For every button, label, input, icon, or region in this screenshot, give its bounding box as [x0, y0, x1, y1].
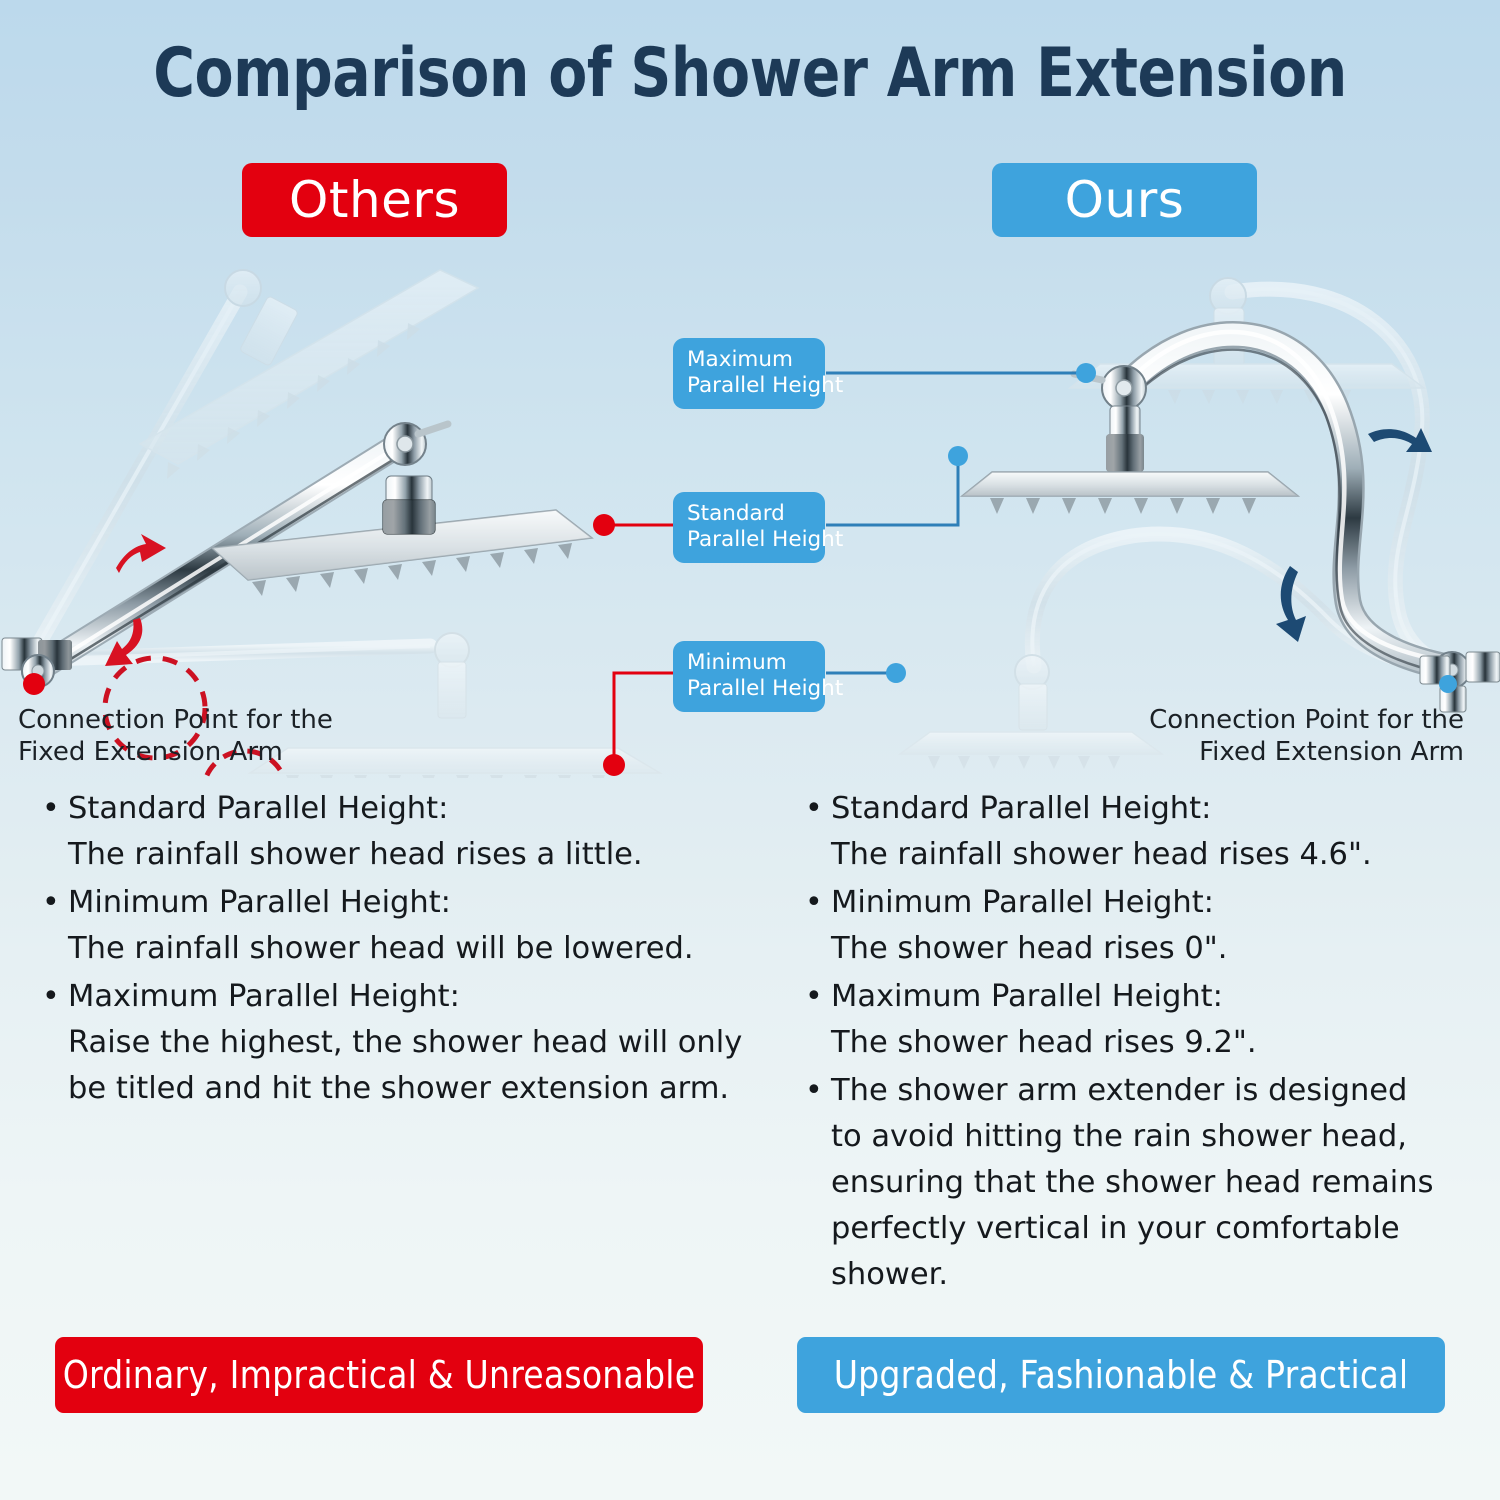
right-connection-nut	[1419, 651, 1500, 713]
leader-max-blue-dot	[1076, 363, 1096, 383]
bullet-body-line: perfectly vertical in your comfortable	[831, 1211, 1400, 1246]
callout-standard-line2: Parallel Height	[687, 527, 844, 552]
callout-standard-line1: Standard	[687, 501, 785, 526]
comparison-diagram	[0, 248, 1500, 778]
bullet-heading: Standard Parallel Height:	[831, 791, 1212, 826]
bullet-heading: Minimum Parallel Height:	[68, 885, 451, 920]
callout-standard-parallel-height: Standard Parallel Height	[673, 492, 844, 563]
leader-min-red	[612, 671, 676, 761]
leader-lines	[593, 363, 1096, 776]
connection-caption-left-line1: Connection Point for the	[18, 705, 333, 735]
left-connection-nut	[1, 637, 72, 695]
list-item: • Minimum Parallel Height: The rainfall …	[42, 880, 742, 972]
ours-feature-list: • Standard Parallel Height: The rainfall…	[805, 786, 1445, 1300]
bullet-body-line: The rainfall shower head rises 4.6".	[831, 837, 1372, 872]
header-badge-ours-label: Ours	[1064, 171, 1185, 229]
left-shower-head-plate	[210, 509, 594, 596]
callout-maximum-parallel-height: Maximum Parallel Height	[673, 338, 844, 409]
footer-banner-ours-label: Upgraded, Fashionable & Practical	[833, 1353, 1409, 1397]
callout-minimum-line1: Minimum	[687, 650, 787, 675]
right-product-illustration	[897, 277, 1500, 769]
bullet-dot-icon: •	[805, 885, 823, 920]
left-ghost-minimum	[12, 632, 663, 778]
callout-maximum-line1: Maximum	[687, 347, 793, 372]
right-rotation-arrow-down	[1276, 566, 1306, 642]
right-connection-point-dot	[1439, 675, 1457, 693]
footer-banner-others: Ordinary, Impractical & Unreasonable	[55, 1337, 703, 1413]
bullet-heading: Standard Parallel Height:	[68, 791, 449, 826]
list-item: • The shower arm extender is designed to…	[805, 1068, 1445, 1298]
bullet-body-line: ensuring that the shower head remains	[831, 1165, 1434, 1200]
right-main-curved-arm	[1114, 321, 1466, 682]
callout-maximum-line2: Parallel Height	[687, 373, 844, 398]
left-connection-point-dot	[23, 673, 45, 695]
connection-caption-right-line1: Connection Point for the	[1149, 705, 1464, 735]
bullet-dot-icon: •	[805, 791, 823, 826]
collision-circle-upper	[102, 655, 208, 761]
connection-caption-left-line2: Fixed Extension Arm	[18, 737, 283, 767]
bullet-heading: Minimum Parallel Height:	[831, 885, 1214, 920]
bullet-dot-icon: •	[42, 791, 60, 826]
list-item: • Maximum Parallel Height: The shower he…	[805, 974, 1445, 1066]
leader-std-blue	[826, 460, 960, 527]
footer-banner-others-label: Ordinary, Impractical & Unreasonable	[62, 1353, 696, 1397]
rotation-arrow-up	[116, 534, 166, 573]
bullet-heading: Maximum Parallel Height:	[68, 979, 460, 1014]
callout-minimum-line2: Parallel Height	[687, 676, 844, 701]
left-main-arm	[21, 431, 413, 685]
list-item: • Standard Parallel Height: The rainfall…	[805, 786, 1445, 878]
bullet-body-line: be titled and hit the shower extension a…	[68, 1071, 730, 1106]
header-badge-others-label: Others	[288, 171, 461, 229]
bullet-body-line: The shower head rises 9.2".	[831, 1025, 1257, 1060]
page-title: Comparison of Shower Arm Extension	[153, 34, 1347, 113]
connection-caption-left: Connection Point for the Fixed Extension…	[18, 704, 333, 768]
right-top-swivel-joint	[1070, 365, 1147, 472]
bullet-body-line: to avoid hitting the rain shower head,	[831, 1119, 1407, 1154]
rotation-arrow-down	[105, 618, 143, 666]
bullet-body-line: The shower arm extender is designed	[831, 1073, 1408, 1108]
bullet-dot-icon: •	[805, 979, 823, 1014]
header-badge-ours: Ours	[992, 163, 1257, 237]
leader-min-blue-dot	[886, 663, 906, 683]
left-ghost-maximum	[18, 269, 480, 674]
bullet-dot-icon: •	[42, 885, 60, 920]
bullet-dot-icon: •	[805, 1073, 823, 1108]
bullet-body-line: The rainfall shower head rises a little.	[68, 837, 643, 872]
right-rotation-arrow-up	[1368, 428, 1432, 452]
bullet-body-line: shower.	[831, 1257, 949, 1292]
leader-std-red-dot	[593, 514, 615, 536]
leader-min-red-dot	[603, 754, 625, 776]
leader-std-blue-dot	[948, 446, 968, 466]
left-swivel-joint	[382, 420, 452, 535]
bullet-body-line: The shower head rises 0".	[831, 931, 1228, 966]
left-product-illustration	[1, 269, 663, 778]
list-item: • Minimum Parallel Height: The shower he…	[805, 880, 1445, 972]
list-item: • Maximum Parallel Height: Raise the hig…	[42, 974, 742, 1112]
list-item: • Standard Parallel Height: The rainfall…	[42, 786, 742, 878]
bullet-dot-icon: •	[42, 979, 60, 1014]
connection-caption-right-line2: Fixed Extension Arm	[1199, 737, 1464, 767]
right-shower-head-plate	[959, 471, 1301, 514]
footer-banner-ours: Upgraded, Fashionable & Practical	[797, 1337, 1445, 1413]
bullet-heading: Maximum Parallel Height:	[831, 979, 1223, 1014]
others-feature-list: • Standard Parallel Height: The rainfall…	[42, 786, 742, 1114]
bullet-body-line: Raise the highest, the shower head will …	[68, 1025, 743, 1060]
bullet-body-line: The rainfall shower head will be lowered…	[68, 931, 694, 966]
callout-minimum-parallel-height: Minimum Parallel Height	[673, 641, 844, 712]
connection-caption-right: Connection Point for the Fixed Extension…	[1149, 704, 1464, 768]
header-badge-others: Others	[242, 163, 507, 237]
